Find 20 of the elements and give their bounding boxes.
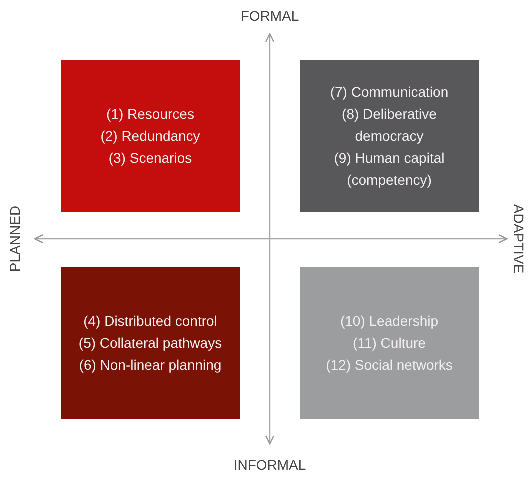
quadrant-box bbox=[300, 60, 479, 212]
list-item: (7) Communication bbox=[330, 83, 449, 102]
list-item: (3) Scenarios bbox=[108, 149, 192, 168]
list-item: (6) Non-linear planning bbox=[79, 356, 222, 375]
list-item: (4) Distributed control bbox=[84, 312, 218, 331]
quadrant-box bbox=[300, 267, 479, 419]
list-item: (12) Social networks bbox=[326, 356, 453, 375]
list-item: (11) Culture bbox=[353, 334, 426, 353]
list-item: (2) Redundancy bbox=[100, 127, 200, 146]
axis-label: ADAPTIVE bbox=[511, 204, 527, 274]
list-item: (9) Human capital (competency) bbox=[333, 149, 446, 190]
list-item: (8) Deliberative democracy bbox=[341, 105, 438, 146]
list-item: (10) Leadership bbox=[340, 312, 439, 331]
axis-label: INFORMAL bbox=[234, 457, 306, 473]
axis-label: PLANNED bbox=[7, 206, 23, 272]
quadrant-box bbox=[61, 267, 240, 419]
axis-label: FORMAL bbox=[240, 8, 300, 24]
list-item: (5) Collateral pathways bbox=[78, 334, 222, 353]
quadrant-box bbox=[61, 60, 240, 212]
list-item: (1) Resources bbox=[106, 105, 194, 124]
